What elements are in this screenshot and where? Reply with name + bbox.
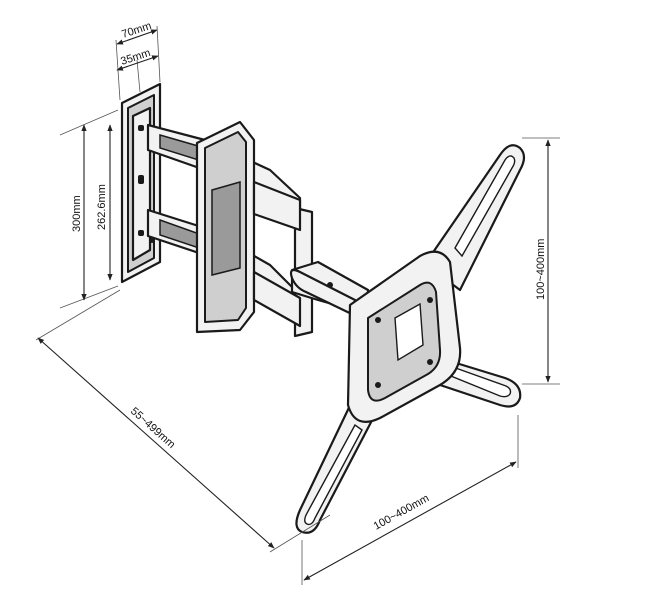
dimension-300mm: 300mm [59,109,119,309]
dimension-300mm-label: 300mm [71,195,83,232]
arm-front-joint [252,180,314,338]
dimension-262-6mm: 262.6mm [96,124,113,281]
wall-plate [120,82,162,284]
dimension-35mm: 35mm [116,47,159,93]
dimension-vesa-vertical-label: 100~400mm [535,239,547,300]
dimension-262-6mm-label: 262.6mm [96,184,108,230]
dimension-vesa-vertical: 100~400mm [522,137,560,385]
dimension-extension: 55~499mm [35,289,331,553]
dimension-vesa-horizontal-label: 100~400mm [372,492,432,532]
dimension-35mm-label: 35mm [119,47,152,68]
vesa-bracket [289,144,526,534]
arm-center-block [195,120,256,334]
dimension-70mm-label: 70mm [120,20,153,41]
dimension-extension-label: 55~499mm [128,405,177,451]
